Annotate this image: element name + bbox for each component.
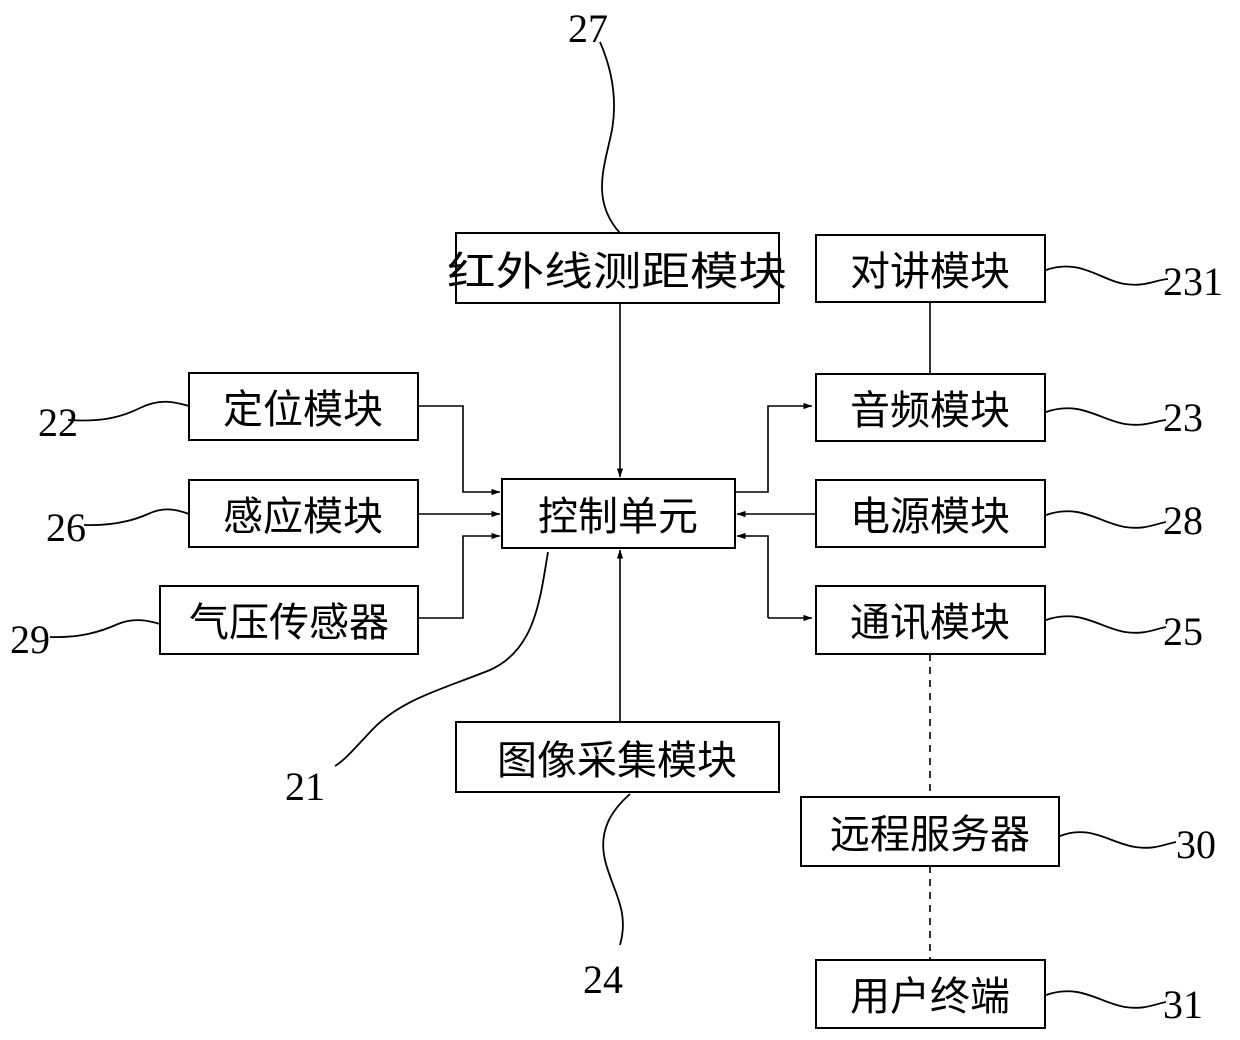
connector-communication-to-control xyxy=(737,536,768,618)
connector-pressure-to-control xyxy=(418,536,500,618)
box-air-pressure-sensor-label: 气压传感器 xyxy=(189,600,389,646)
ref-28: 28 xyxy=(1163,498,1203,543)
box-communication-label: 通讯模块 xyxy=(850,600,1010,646)
connector-positioning-to-control xyxy=(418,406,500,492)
leader-25 xyxy=(1046,616,1166,633)
leader-28 xyxy=(1046,511,1166,528)
leader-29 xyxy=(50,620,160,637)
box-intercom: 对讲模块 xyxy=(816,235,1045,302)
box-positioning-label: 定位模块 xyxy=(223,387,383,433)
box-audio-label: 音频模块 xyxy=(850,388,1010,434)
box-sensing: 感应模块 xyxy=(189,480,418,547)
box-image-capture: 图像采集模块 xyxy=(456,722,779,792)
box-air-pressure-sensor: 气压传感器 xyxy=(160,586,418,654)
box-remote-server: 远程服务器 xyxy=(801,797,1059,866)
ref-21: 21 xyxy=(285,764,325,809)
ref-25: 25 xyxy=(1163,609,1203,654)
ref-26: 26 xyxy=(46,505,86,550)
box-infrared-ranging: 红外线测距模块 xyxy=(447,233,787,303)
leader-31 xyxy=(1046,991,1166,1008)
leader-231 xyxy=(1046,266,1168,284)
box-power-label: 电源模块 xyxy=(850,494,1010,540)
ref-31: 31 xyxy=(1163,982,1203,1027)
leader-22 xyxy=(68,402,189,421)
box-audio: 音频模块 xyxy=(816,374,1045,441)
ref-231: 231 xyxy=(1163,259,1223,304)
box-sensing-label: 感应模块 xyxy=(223,494,383,540)
box-control-unit: 控制单元 xyxy=(502,479,735,548)
box-image-capture-label: 图像采集模块 xyxy=(497,738,737,784)
box-remote-server-label: 远程服务器 xyxy=(830,812,1030,858)
leader-23 xyxy=(1046,408,1166,425)
box-intercom-label: 对讲模块 xyxy=(850,249,1010,295)
box-user-terminal-label: 用户终端 xyxy=(850,974,1010,1020)
box-infrared-ranging-label: 红外线测距模块 xyxy=(447,249,787,295)
leader-24 xyxy=(603,794,630,945)
leader-30 xyxy=(1060,832,1176,848)
box-communication: 通讯模块 xyxy=(816,586,1045,654)
box-control-unit-label: 控制单元 xyxy=(538,494,698,540)
ref-30: 30 xyxy=(1176,822,1216,867)
leader-26 xyxy=(84,509,189,525)
connector-control-to-audio xyxy=(735,406,812,492)
ref-22: 22 xyxy=(38,400,78,445)
box-positioning: 定位模块 xyxy=(189,373,418,440)
ref-27: 27 xyxy=(568,6,608,51)
ref-24: 24 xyxy=(583,957,623,1002)
leader-27 xyxy=(600,42,620,233)
box-user-terminal: 用户终端 xyxy=(816,960,1045,1028)
box-power: 电源模块 xyxy=(816,480,1045,547)
ref-29: 29 xyxy=(10,617,50,662)
ref-23: 23 xyxy=(1163,395,1203,440)
